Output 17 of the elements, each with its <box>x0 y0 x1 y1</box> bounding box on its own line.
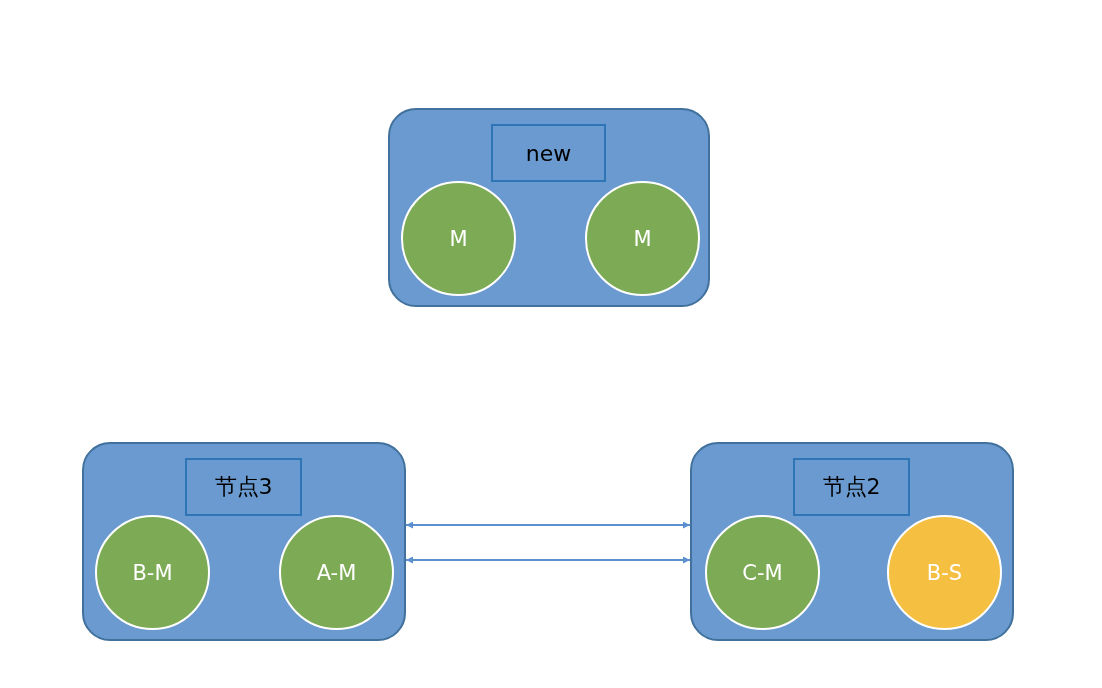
group-panel <box>82 442 406 641</box>
group-panel <box>388 108 710 307</box>
title-box <box>491 124 606 182</box>
title-box <box>185 458 302 516</box>
node-text: A-M <box>316 560 357 585</box>
node-text: new <box>525 140 572 166</box>
node-text: M <box>633 226 652 251</box>
group-panel <box>690 442 1014 641</box>
node-text: 节点3 <box>214 473 273 501</box>
node-text: 节点2 <box>822 473 881 501</box>
node-text: B-M <box>132 560 173 585</box>
arrow <box>405 556 691 564</box>
node-text: B-S <box>926 560 963 585</box>
node-text: M <box>449 226 468 251</box>
title-box <box>793 458 910 516</box>
node-text: C-M <box>742 560 783 585</box>
arrow <box>405 521 691 529</box>
